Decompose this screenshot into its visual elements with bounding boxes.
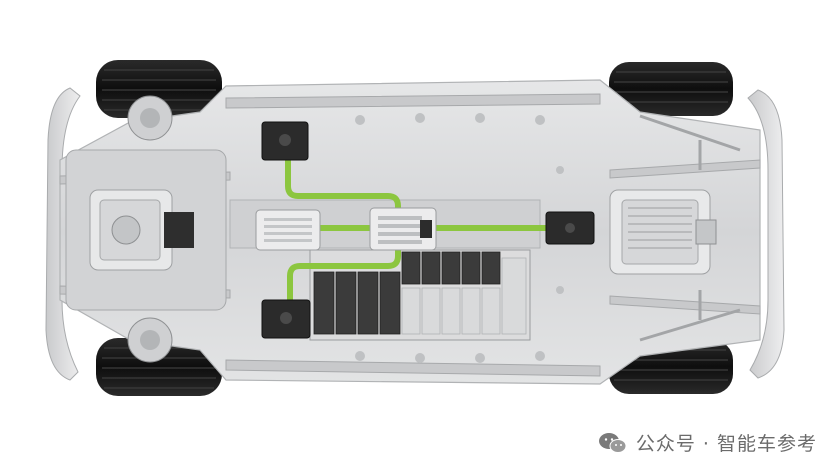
battery-pack [309,249,531,341]
hv-cables [285,139,551,313]
module-front-lower [261,299,311,339]
front-right-tire [96,338,222,396]
rear-bumper [747,89,785,379]
module-front-upper [261,121,309,161]
rear-left-tire [609,62,733,116]
junction-box-left [255,209,321,251]
junction-box-center [369,207,437,251]
rear-suspension [639,114,741,342]
module-rear [545,211,595,245]
front-bumper [45,87,81,381]
floor-holes [355,113,564,363]
front-drive-unit [89,189,194,271]
watermark: 公众号 · 智能车参考 [598,429,817,456]
watermark-text: 公众号 · 智能车参考 [635,433,817,455]
rear-drive-unit [609,189,717,275]
wechat-icon [598,432,627,453]
